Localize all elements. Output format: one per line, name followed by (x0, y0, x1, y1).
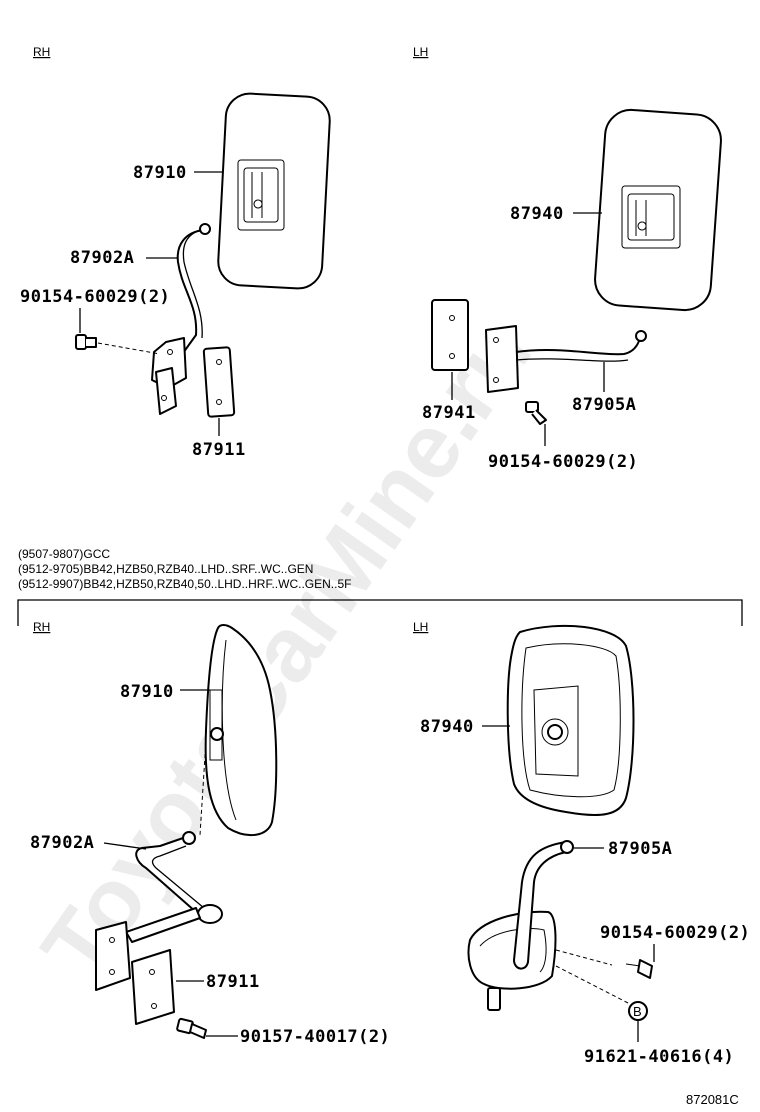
screw-rh-drawing[interactable] (75, 334, 161, 355)
part-number-plate-rh-lower[interactable]: 87911 (206, 972, 260, 992)
mirror-rh-lower-drawing[interactable] (199, 624, 278, 837)
figure-code: 872081C (686, 1092, 739, 1107)
part-number-plate-rh[interactable]: 87911 (192, 440, 246, 460)
part-number-mirror-rh-lower[interactable]: 87910 (120, 682, 174, 702)
part-number-arm-rh-lower[interactable]: 87902A (30, 833, 94, 853)
part-number-plate-lh[interactable]: 87941 (422, 403, 476, 423)
side-label-rh: RH (33, 45, 50, 59)
arm-rh-lower-drawing[interactable] (95, 831, 223, 991)
condition-line-1: (9507-9807)GCC (18, 547, 110, 561)
part-number-mirror-rh[interactable]: 87910 (133, 163, 187, 183)
lower-lh-group: LH 87940 87905A 90154-60029(2) (413, 620, 750, 1067)
part-number-screw-rh[interactable]: 90154-60029(2) (20, 287, 170, 307)
mirror-lh-lower-drawing[interactable] (506, 624, 635, 817)
side-label-lh-lower: LH (413, 620, 428, 634)
plate-rh-lower-drawing[interactable] (131, 949, 175, 1025)
screw-lh-drawing[interactable] (525, 401, 547, 425)
mirror-rh-drawing[interactable] (217, 92, 331, 290)
arm-lh-lower-drawing[interactable] (467, 840, 631, 1011)
part-number-arm-rh[interactable]: 87902A (70, 248, 134, 268)
condition-line-2: (9512-9705)BB42,HZB50,RZB40..LHD..SRF..W… (18, 562, 313, 576)
side-label-rh-lower: RH (33, 620, 50, 634)
part-number-screw-lh[interactable]: 90154-60029(2) (488, 452, 638, 472)
plate-rh-drawing[interactable] (202, 346, 236, 418)
screw-lh-lower-drawing[interactable] (625, 959, 653, 979)
part-number-screw-lh-lower[interactable]: 90154-60029(2) (600, 923, 750, 943)
lower-rh-group: RH 87910 87902A 87 (30, 620, 390, 1047)
section-bracket (17, 599, 743, 626)
upper-rh-group: RH 87910 87902A 90154-60029(2) (20, 45, 331, 460)
plate-lh-drawing[interactable] (431, 299, 469, 371)
side-label-lh: LH (413, 45, 428, 59)
part-number-mirror-lh[interactable]: 87940 (510, 204, 564, 224)
conditions-block: (9507-9807)GCC (9512-9705)BB42,HZB50,RZB… (17, 547, 743, 626)
bolt-rh-lower-drawing[interactable] (176, 1017, 207, 1039)
part-number-arm-lh-lower[interactable]: 87905A (608, 839, 672, 859)
upper-lh-group: LH 87940 87941 87905A (413, 45, 722, 472)
part-number-bolt-rh-lower[interactable]: 90157-40017(2) (240, 1027, 390, 1047)
condition-line-3: (9512-9907)BB42,HZB50,RZB40,50..LHD..HRF… (18, 577, 351, 591)
part-number-mirror-lh-lower[interactable]: 87940 (420, 717, 474, 737)
marker-b-label[interactable]: B (633, 1004, 642, 1019)
arm-rh-drawing[interactable] (151, 223, 211, 415)
part-number-arm-lh[interactable]: 87905A (572, 395, 636, 415)
arm-lh-drawing[interactable] (485, 325, 647, 393)
part-number-nut-lh-lower[interactable]: 91621-40616(4) (584, 1047, 734, 1067)
mirror-lh-drawing[interactable] (593, 108, 722, 312)
